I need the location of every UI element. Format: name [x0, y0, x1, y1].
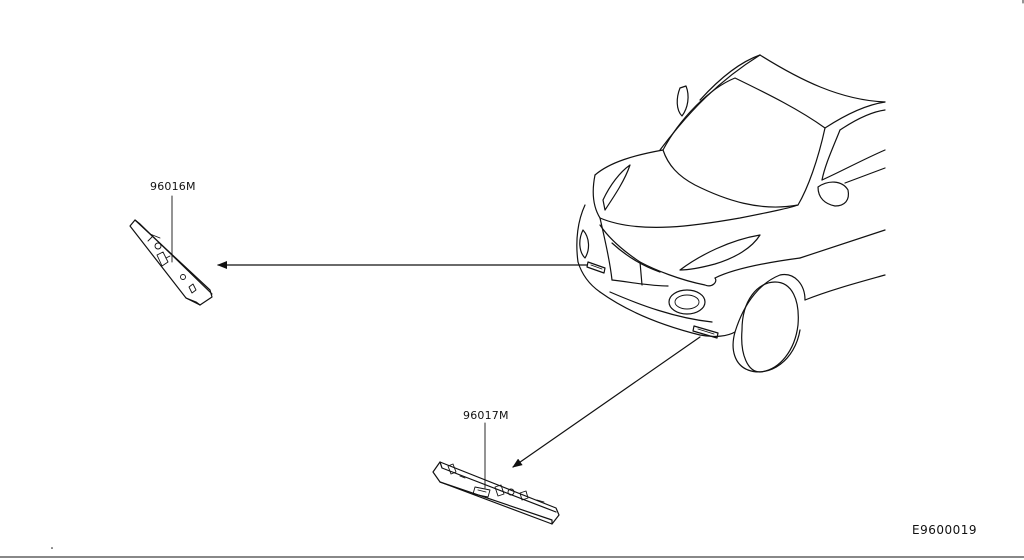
part-96017M-emblem	[432, 461, 560, 525]
diagram-code: E9600019	[912, 523, 978, 537]
car-front-illustration	[576, 54, 886, 373]
leader-arrow-to-96017M	[512, 336, 701, 468]
part-label-96017M: 96017M	[463, 409, 509, 422]
corner-mark	[51, 547, 53, 549]
part-label-96016M: 96016M	[150, 180, 196, 193]
part-96016M-emblem	[129, 219, 213, 306]
